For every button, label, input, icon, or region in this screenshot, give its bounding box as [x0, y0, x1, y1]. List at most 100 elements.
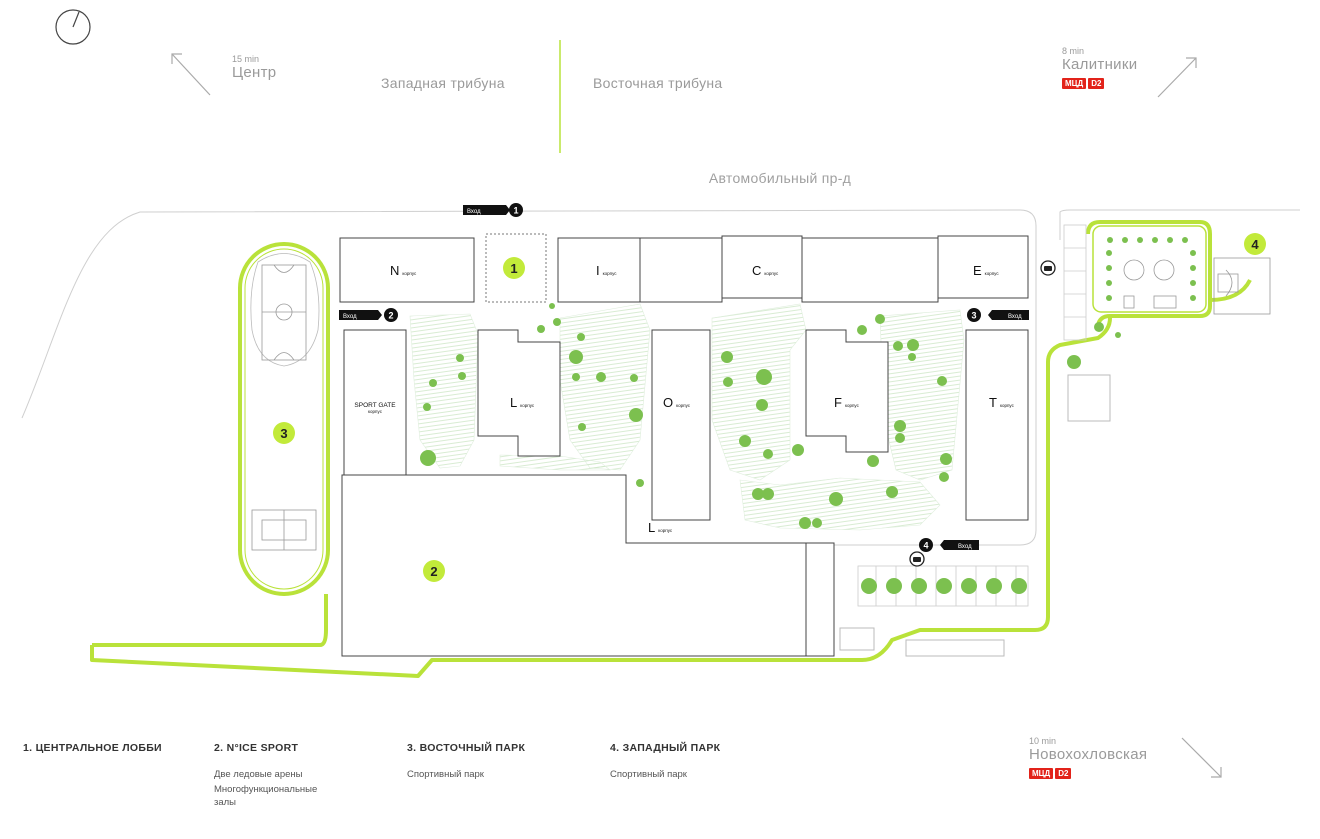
- tree: [895, 433, 905, 443]
- tree: [799, 517, 811, 529]
- d2-badge: D2: [1055, 768, 1072, 779]
- legend-desc: Две ледовые арены: [214, 769, 303, 780]
- tree: [1182, 237, 1188, 243]
- mcd-badge: МЦД: [1062, 78, 1087, 89]
- tree: [894, 420, 906, 432]
- tree: [1106, 250, 1112, 256]
- tree: [1167, 237, 1173, 243]
- tree: [1011, 578, 1027, 594]
- entrance-3[interactable]: 3 Вход: [967, 308, 1029, 322]
- entrance-4[interactable]: 4 Вход: [919, 538, 979, 552]
- tree: [907, 339, 919, 351]
- arrow-up-right-icon: [1157, 57, 1197, 98]
- destination-center[interactable]: 15 min Центр: [232, 54, 276, 81]
- legend-item-2: 2. N°ICE SPORT Две ледовые арены Многофу…: [214, 742, 364, 809]
- marker-2[interactable]: 2: [423, 560, 445, 582]
- marker-3[interactable]: 3: [273, 422, 295, 444]
- tree: [763, 449, 773, 459]
- compass-icon: [55, 9, 91, 45]
- entrance-label: Вход: [467, 209, 481, 215]
- legend-title: 4. ЗАПАДНЫЙ ПАРК: [610, 742, 721, 754]
- tree: [867, 455, 879, 467]
- tree: [458, 372, 466, 380]
- tree: [986, 578, 1002, 594]
- tree: [886, 486, 898, 498]
- destination-time: 8 min: [1062, 46, 1085, 56]
- tree: [857, 325, 867, 335]
- sport-gate-suffix: корпус: [368, 409, 383, 414]
- tree: [1115, 332, 1121, 338]
- tree: [756, 399, 768, 411]
- legend-desc: залы: [214, 797, 237, 808]
- legend-title: 1. ЦЕНТРАЛЬНОЕ ЛОББИ: [23, 742, 162, 754]
- destination-name: Центр: [232, 64, 277, 81]
- marker-4[interactable]: 4: [1244, 233, 1266, 255]
- destination-time: 15 min: [232, 54, 260, 64]
- legend-desc: Спортивный парк: [610, 769, 687, 780]
- tree: [908, 353, 916, 361]
- entrance-number: 4: [923, 541, 928, 551]
- transit-badges: МЦД D2: [1062, 78, 1105, 89]
- green-path: [90, 220, 1252, 678]
- tree: [886, 578, 902, 594]
- tree: [429, 379, 437, 387]
- tree: [939, 472, 949, 482]
- mcd-badge: МЦД: [1029, 768, 1054, 779]
- tree: [861, 578, 877, 594]
- destination-novokhokhlovskaya[interactable]: 10 min Новохохловская МЦД D2: [1029, 736, 1147, 781]
- tree: [1067, 355, 1081, 369]
- legend-desc: Многофункциональные: [214, 784, 318, 795]
- legend-item-1: 1. ЦЕНТРАЛЬНОЕ ЛОББИ: [23, 742, 162, 754]
- tree: [812, 518, 822, 528]
- tree: [1190, 295, 1196, 301]
- svg-text:3: 3: [280, 426, 287, 441]
- tree: [1190, 280, 1196, 286]
- entrance-1[interactable]: Вход 1: [463, 203, 523, 217]
- tree: [1107, 237, 1113, 243]
- legend-title: 3. ВОСТОЧНЫЙ ПАРК: [407, 742, 526, 754]
- entrance-label: Вход: [1008, 314, 1022, 320]
- tree: [1137, 237, 1143, 243]
- tree: [577, 333, 585, 341]
- transit-badges: МЦД D2: [1029, 768, 1072, 779]
- tree: [629, 408, 643, 422]
- tree: [829, 492, 843, 506]
- entrance-label: Вход: [958, 544, 972, 550]
- tree: [1190, 250, 1196, 256]
- tree: [937, 376, 947, 386]
- entrance-number: 1: [513, 206, 518, 216]
- tree: [537, 325, 545, 333]
- marker-1[interactable]: 1: [503, 257, 525, 279]
- tree: [456, 354, 464, 362]
- legend-item-3: 3. ВОСТОЧНЫЙ ПАРК Спортивный парк: [407, 742, 525, 781]
- tree: [569, 350, 583, 364]
- entrance-2[interactable]: Вход 2: [339, 308, 398, 322]
- tree: [1190, 265, 1196, 271]
- tree: [549, 303, 555, 309]
- tree: [721, 351, 733, 363]
- d2-badge: D2: [1088, 78, 1105, 89]
- tree: [420, 450, 436, 466]
- tree: [1122, 237, 1128, 243]
- tree: [423, 403, 431, 411]
- tree: [553, 318, 561, 326]
- destination-name: Калитники: [1062, 56, 1138, 73]
- tree: [1094, 322, 1104, 332]
- destination-kalitniki[interactable]: 8 min Калитники МЦД D2: [1062, 46, 1137, 91]
- tree: [1106, 295, 1112, 301]
- tree: [792, 444, 804, 456]
- road-outline: [21, 209, 1037, 546]
- tree: [1106, 280, 1112, 286]
- tree: [1152, 237, 1158, 243]
- svg-text:4: 4: [1251, 237, 1259, 252]
- tree: [572, 373, 580, 381]
- arrow-up-left-icon: [171, 53, 211, 96]
- road-label: Автомобильный пр-д: [709, 170, 851, 186]
- entrance-label: Вход: [343, 314, 357, 320]
